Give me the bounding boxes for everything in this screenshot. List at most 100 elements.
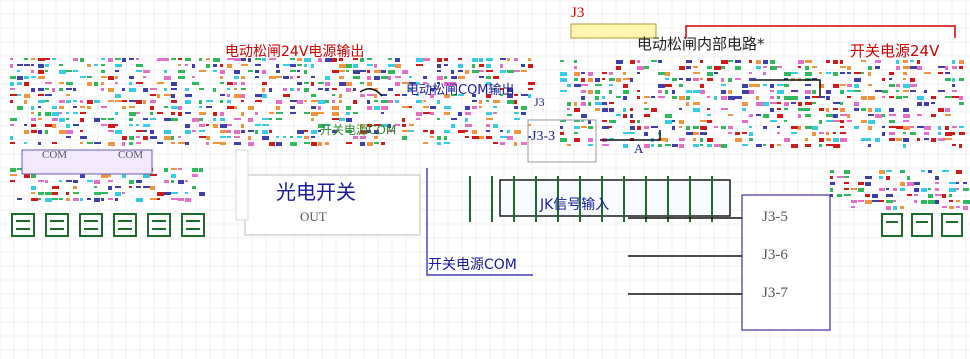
stripe-block [150, 198, 157, 200]
stripe-block [374, 64, 377, 68]
stripe-block [651, 144, 654, 147]
stripe-block [812, 78, 817, 80]
stripe-block [882, 132, 885, 136]
stripe-block [388, 130, 395, 132]
stripe-block [903, 132, 906, 134]
stripe-block [262, 94, 267, 98]
stripe-block [283, 136, 286, 138]
stripe-block [290, 136, 293, 138]
stripe-block [693, 78, 699, 81]
stripe-block [938, 72, 943, 74]
stripe-block [129, 186, 132, 188]
stripe-block [73, 70, 78, 72]
stripe-block [374, 94, 377, 98]
stripe-block [73, 124, 79, 126]
stripe-block [129, 112, 136, 116]
stripe-block [833, 138, 839, 142]
stripe-block [311, 76, 315, 78]
stripe-block [581, 96, 585, 100]
stripe-block [171, 192, 178, 194]
stripe-block [931, 114, 936, 117]
stripe-block [938, 126, 941, 130]
stripe-block [514, 142, 517, 146]
stripe-block [756, 66, 761, 69]
stripe-block [332, 118, 339, 120]
stripe-block [388, 76, 391, 80]
stripe-block [472, 106, 477, 109]
stripe-block [129, 88, 136, 92]
stripe-block [616, 114, 621, 116]
stripe-block [346, 70, 349, 72]
stripe-block [945, 138, 952, 140]
stripe-block [903, 84, 910, 88]
stripe-block [721, 66, 725, 69]
stripe-block [560, 78, 567, 82]
stripe-block [94, 180, 100, 184]
stripe-block [907, 176, 910, 180]
stripe-block [346, 106, 351, 110]
stripe-block [651, 108, 657, 112]
stripe-block [367, 64, 373, 66]
stripe-block [819, 108, 824, 111]
stripe-block [721, 78, 724, 82]
stripe-block [318, 106, 321, 110]
stripe-block [353, 64, 358, 68]
stripe-block [935, 188, 939, 191]
stripe-block [693, 72, 700, 74]
stripe-block [304, 130, 308, 132]
stripe-block [143, 88, 148, 92]
stripe-block [241, 94, 245, 98]
stripe-block [798, 108, 805, 111]
stripe-block [409, 76, 412, 78]
stripe-block [896, 126, 903, 129]
stripe-block [574, 66, 577, 69]
stripe-block [472, 58, 478, 62]
stripe-block [227, 100, 231, 103]
stripe-block [73, 106, 77, 108]
stripe-block [735, 96, 742, 99]
stripe-block [917, 114, 922, 116]
stripe-block [763, 114, 769, 118]
stripe-block [854, 90, 861, 92]
stripe-block [651, 126, 658, 128]
stripe-block [945, 108, 950, 112]
stripe-block [115, 112, 118, 115]
stripe-block [24, 142, 27, 144]
stripe-block [928, 170, 932, 173]
stripe-block [693, 144, 699, 147]
stripe-block [581, 102, 586, 106]
stripe-block [514, 100, 517, 104]
stripe-block [609, 126, 612, 128]
stripe-block [472, 130, 477, 134]
stripe-block [756, 84, 760, 87]
stripe-block [255, 124, 261, 126]
com-right-label: COM [118, 149, 144, 161]
stripe-block [882, 114, 885, 117]
stripe-block [616, 78, 621, 82]
stripe-block [94, 82, 98, 86]
stripe-block [900, 170, 905, 173]
stripe-block [851, 206, 855, 208]
stripe-block [861, 138, 868, 141]
stripe-block [700, 132, 707, 135]
stripe-block [567, 108, 570, 110]
stripe-block [784, 108, 788, 110]
terminal-block [941, 213, 963, 237]
stripe-block [679, 144, 684, 148]
stripe-block [735, 132, 740, 135]
stripe-block [17, 70, 20, 72]
stripe-block [332, 58, 337, 62]
stripe-block [465, 124, 472, 127]
com-left-label: COM [42, 149, 68, 161]
stripe-block [297, 70, 300, 72]
stripe-block [108, 88, 114, 92]
stripe-block [10, 64, 13, 68]
stripe-block [714, 126, 718, 128]
stripe-block [903, 78, 906, 80]
stripe-block [844, 170, 850, 174]
stripe-block [521, 142, 527, 145]
stripe-block [241, 64, 248, 66]
stripe-block [444, 76, 447, 79]
stripe-block [52, 198, 58, 200]
stripe-block [108, 198, 113, 200]
